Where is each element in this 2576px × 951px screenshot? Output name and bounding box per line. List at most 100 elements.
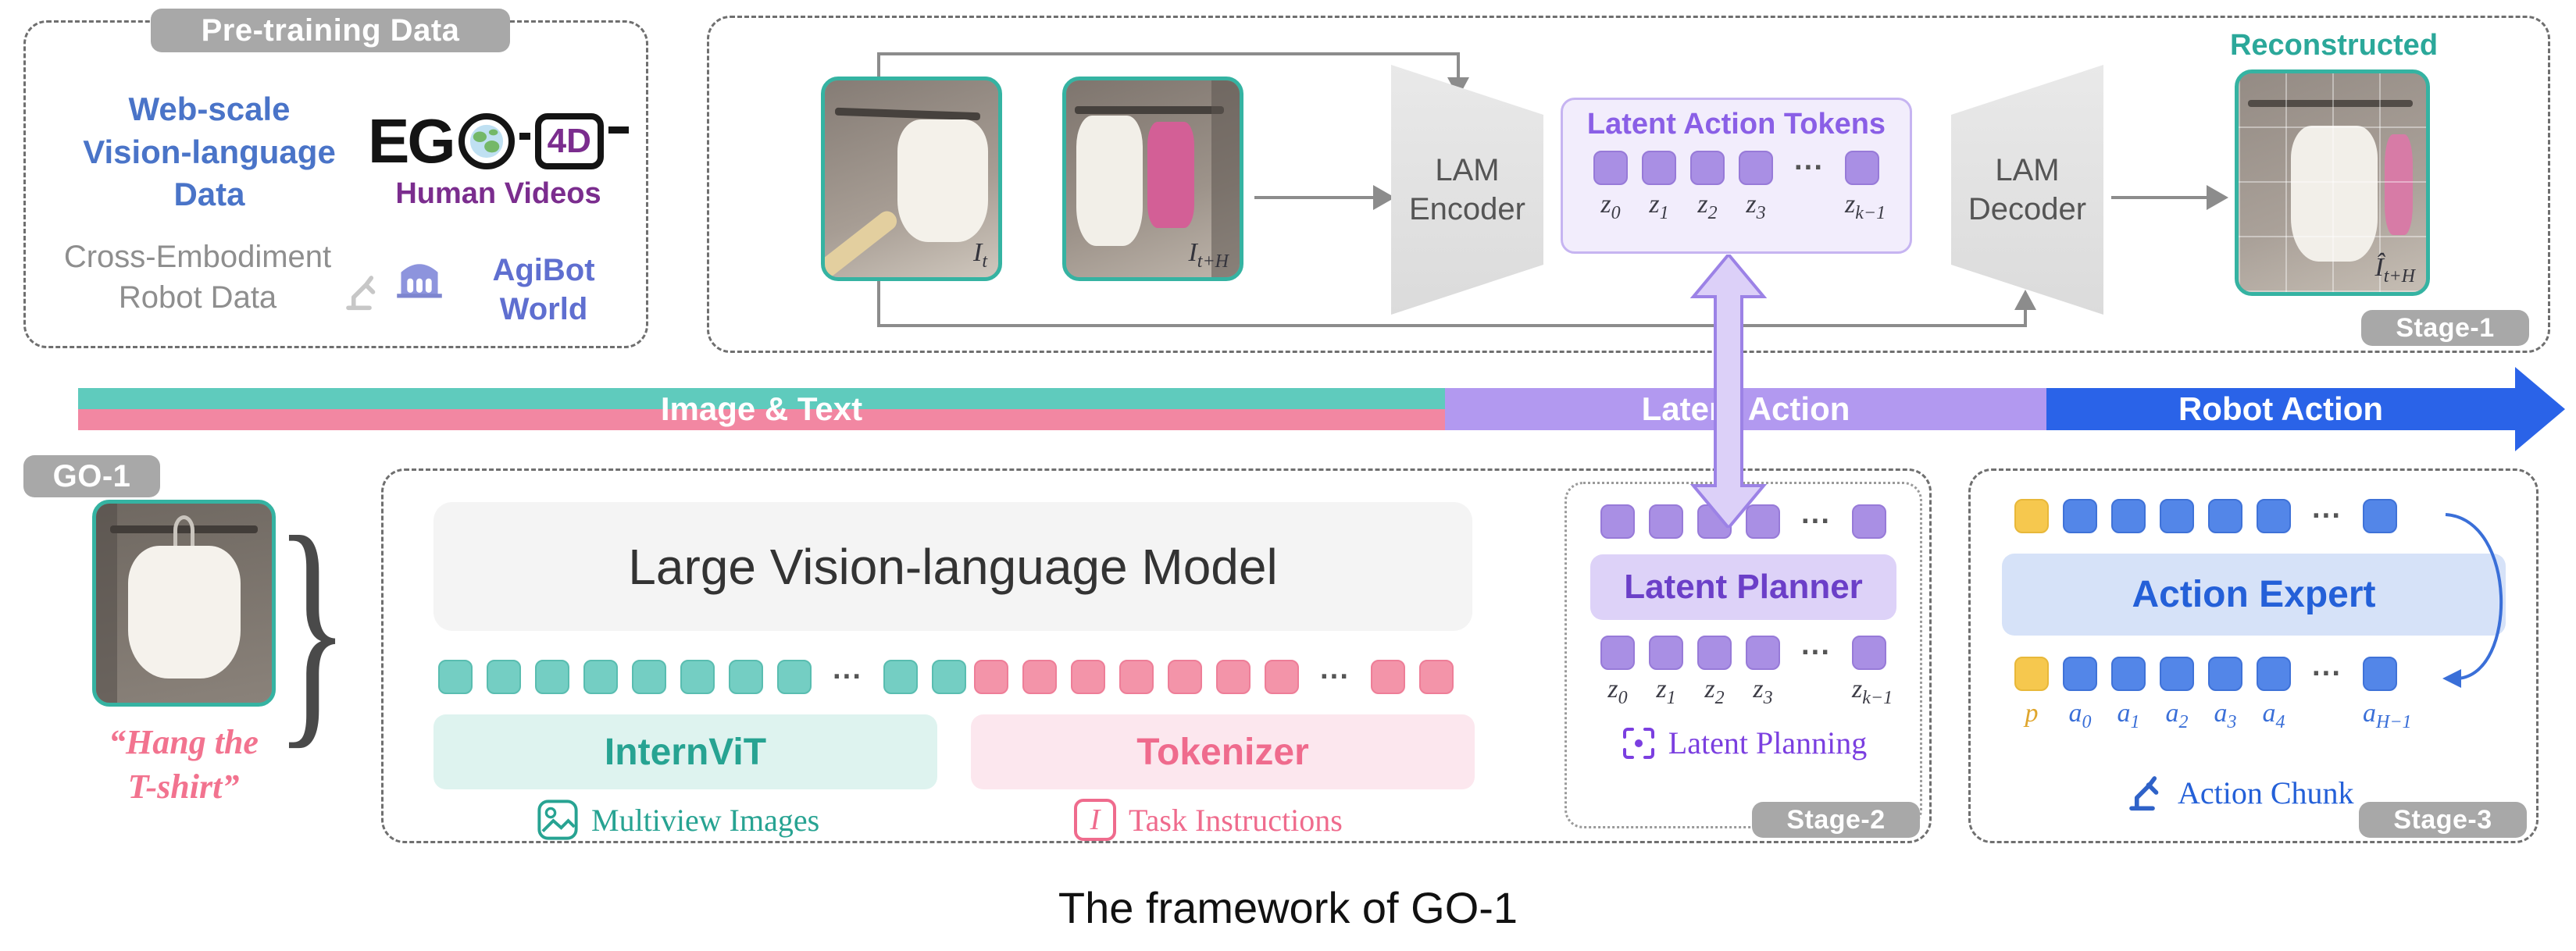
go1-input-image [92,500,276,707]
bar-segment-image-text: Image & Text [78,388,1445,430]
purple-token [1746,636,1780,670]
pink-token [1216,660,1251,694]
pink-garment [1147,121,1195,228]
connector-line [877,281,880,326]
ellipsis: ··· [1801,636,1831,669]
action-chunk-row: Action Chunk [2125,771,2354,814]
task-instructions-row: I Task Instructions [1074,799,1343,841]
math-label: z3 [1746,190,1766,223]
training-flow-bar: Image & Text Latent Action Robot Action [78,388,2515,430]
connector-line [2024,308,2027,326]
purple-token [1600,636,1635,670]
ellipsis: ··· [2312,500,2342,532]
closet-side-panel [1211,80,1240,277]
latent-planner-box: Latent Planner [1590,554,1896,620]
bar-label-robot-action: Robot Action [2178,390,2384,427]
colosseum-icon [397,264,442,298]
pink-token [1265,660,1299,694]
agibot-world-label: AgiBot World [492,253,595,326]
teal-token [583,660,618,694]
tokenizer-box: Tokenizer [971,714,1475,789]
vision-token-row: ··· [438,660,966,694]
multiview-images-row: Multiview Images [537,799,819,841]
teal-token [487,660,521,694]
bar-segment-latent-action: Latent Action [1445,388,2046,430]
stage3-label: Stage-3 [2359,802,2527,838]
teal-token [729,660,763,694]
pink-token [1119,660,1154,694]
ego4d-logo-text: EG [368,106,456,176]
purple-token [1852,504,1886,539]
latent-planning-row: Latent Planning [1620,725,1867,762]
frame-image-t-plus-H: It+H [1062,77,1243,281]
globe-icon [469,124,503,158]
glasses-bridge [519,132,530,140]
bar-label-image-text: Image & Text [660,390,863,427]
image-label-reconstructed: Ît+H [2374,253,2415,287]
task-instructions-label: Task Instructions [1129,802,1343,838]
teal-token [883,660,918,694]
purple-token [1697,636,1732,670]
blue-token [2257,657,2291,691]
math-label: z1 [1649,190,1669,223]
white-garment [1076,116,1143,246]
pink-token [1371,660,1405,694]
blue-token [2160,657,2194,691]
arrow-line [2111,196,2213,199]
teal-token [632,660,666,694]
blue-token [2111,499,2146,533]
blue-token [2363,657,2397,691]
latent-link-double-arrow [1689,255,1768,528]
purple-token [1739,151,1773,185]
connector-line [877,324,2027,327]
lam-decoder: LAM Decoder [1951,65,2103,315]
action-chunk-label: Action Chunk [2178,775,2354,810]
white-garment [2291,126,2378,262]
input-brace: } [275,485,350,770]
robot-data-label: Cross-Embodiment Robot Data [63,240,332,315]
latent-token-row: ··· [1593,151,1879,185]
blue-token [2363,499,2397,533]
purple-token [1845,151,1879,185]
teal-token [777,660,812,694]
ellipsis: ··· [833,661,862,693]
action-token-row-top: ··· [2014,499,2397,533]
glasses-lens-left [458,113,515,169]
bar-arrowhead [2515,367,2565,451]
figure-caption: The framework of GO-1 [1058,883,1518,932]
internvit-box: InternViT [433,714,937,789]
teal-token [438,660,473,694]
arrow-line [1254,196,1379,199]
purple-token [1649,504,1683,539]
connector-line [1457,52,1460,79]
ellipsis: ··· [2312,657,2342,690]
purple-token [1593,151,1628,185]
lvlm-box: Large Vision-language Model [433,502,1472,631]
multiview-images-label: Multiview Images [591,802,820,838]
text-token-row: ··· [974,660,1454,694]
blue-token [2063,499,2097,533]
reconstructed-title: Reconstructed [2229,29,2439,62]
stage1-box: It It+H LAM Encoder Latent Action Tokens… [707,16,2550,353]
action-token-row-bottom: ··· [2014,657,2397,691]
latent-planning-label: Latent Planning [1668,725,1868,761]
purple-token [1649,636,1683,670]
ellipsis: ··· [1801,505,1831,538]
ego4d-logo: EG 4D [368,105,629,177]
hanger-hook [173,515,194,546]
math-label: a1 [2117,699,2140,732]
teal-token [535,660,569,694]
math-label: a4 [2262,699,2285,732]
go1-label: GO-1 [23,455,160,497]
yellow-token [2014,657,2049,691]
math-label: z2 [1697,190,1718,223]
blue-token [2063,657,2097,691]
reconstructed-image: Ît+H [2235,69,2430,296]
math-label: z2 [1704,675,1725,708]
